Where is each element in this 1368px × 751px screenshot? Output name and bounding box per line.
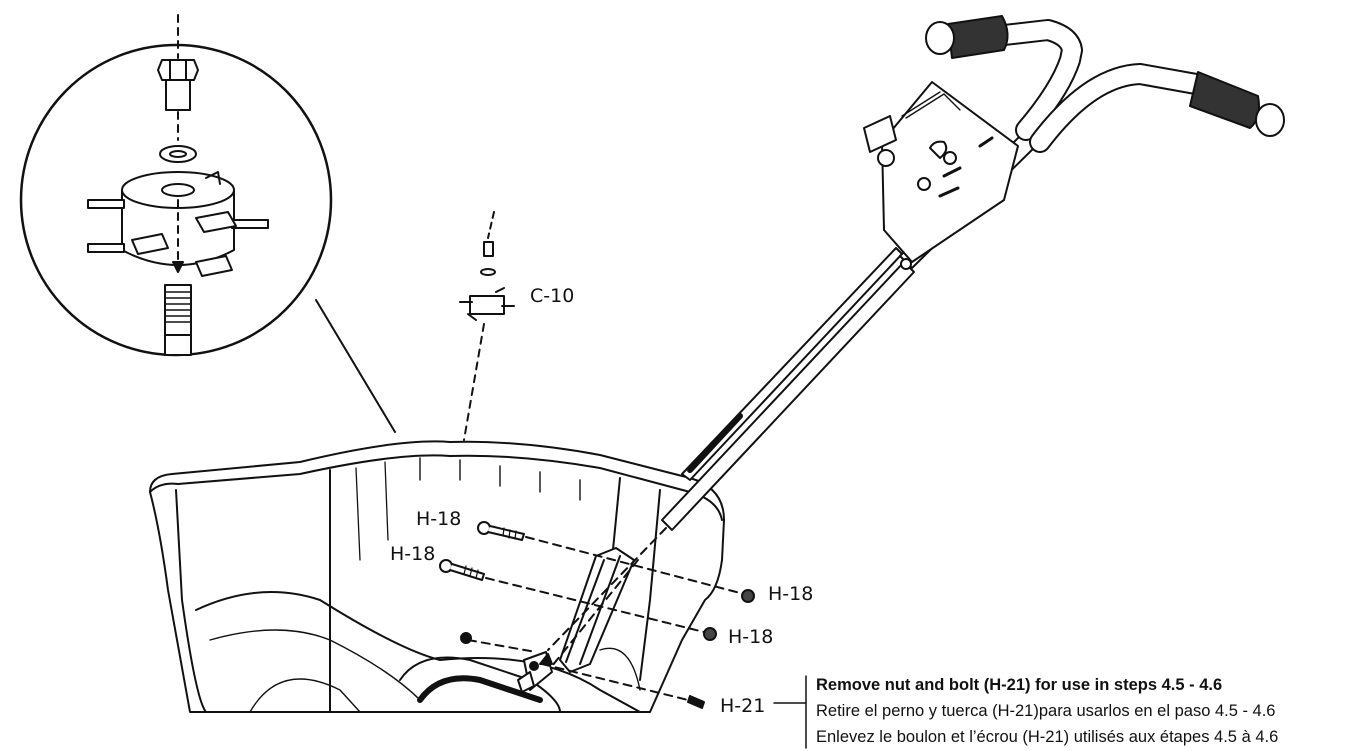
fasteners xyxy=(439,521,755,709)
instruction-note: Remove nut and bolt (H-21) for use in st… xyxy=(816,672,1368,750)
note-english: Remove nut and bolt (H-21) for use in st… xyxy=(816,676,1223,694)
label-h18-upper-nut: H-18 xyxy=(768,583,813,605)
detail-nut xyxy=(157,59,199,111)
note-spanish: Retire el perno y tuerca (H-21)para usar… xyxy=(816,702,1276,720)
detail-washer xyxy=(159,145,197,163)
grip-right xyxy=(1189,71,1285,137)
detail-circle xyxy=(19,14,396,433)
nut-h18-upper xyxy=(741,589,755,603)
label-c10: C-10 xyxy=(530,285,574,307)
hopper xyxy=(149,440,725,713)
label-h21: H-21 xyxy=(720,695,765,717)
bolt-h21 xyxy=(687,695,705,709)
note-bracket xyxy=(773,675,807,749)
detail-threaded-shaft xyxy=(164,284,192,356)
label-h18-lower-bolt: H-18 xyxy=(390,543,435,565)
nut-h18-lower xyxy=(703,627,717,641)
handle xyxy=(661,15,1285,531)
bolt-h18-upper xyxy=(477,521,525,541)
bolt-h18-lower xyxy=(439,559,485,581)
label-h18-upper-bolt: H-18 xyxy=(416,508,461,530)
label-h18-lower-nut: H-18 xyxy=(728,626,773,648)
c10-part xyxy=(459,211,515,441)
note-french: Enlevez le boulon et l’écrou (H-21) util… xyxy=(816,728,1279,746)
grip-left xyxy=(925,15,1009,59)
flow-control-plate xyxy=(863,81,1019,270)
